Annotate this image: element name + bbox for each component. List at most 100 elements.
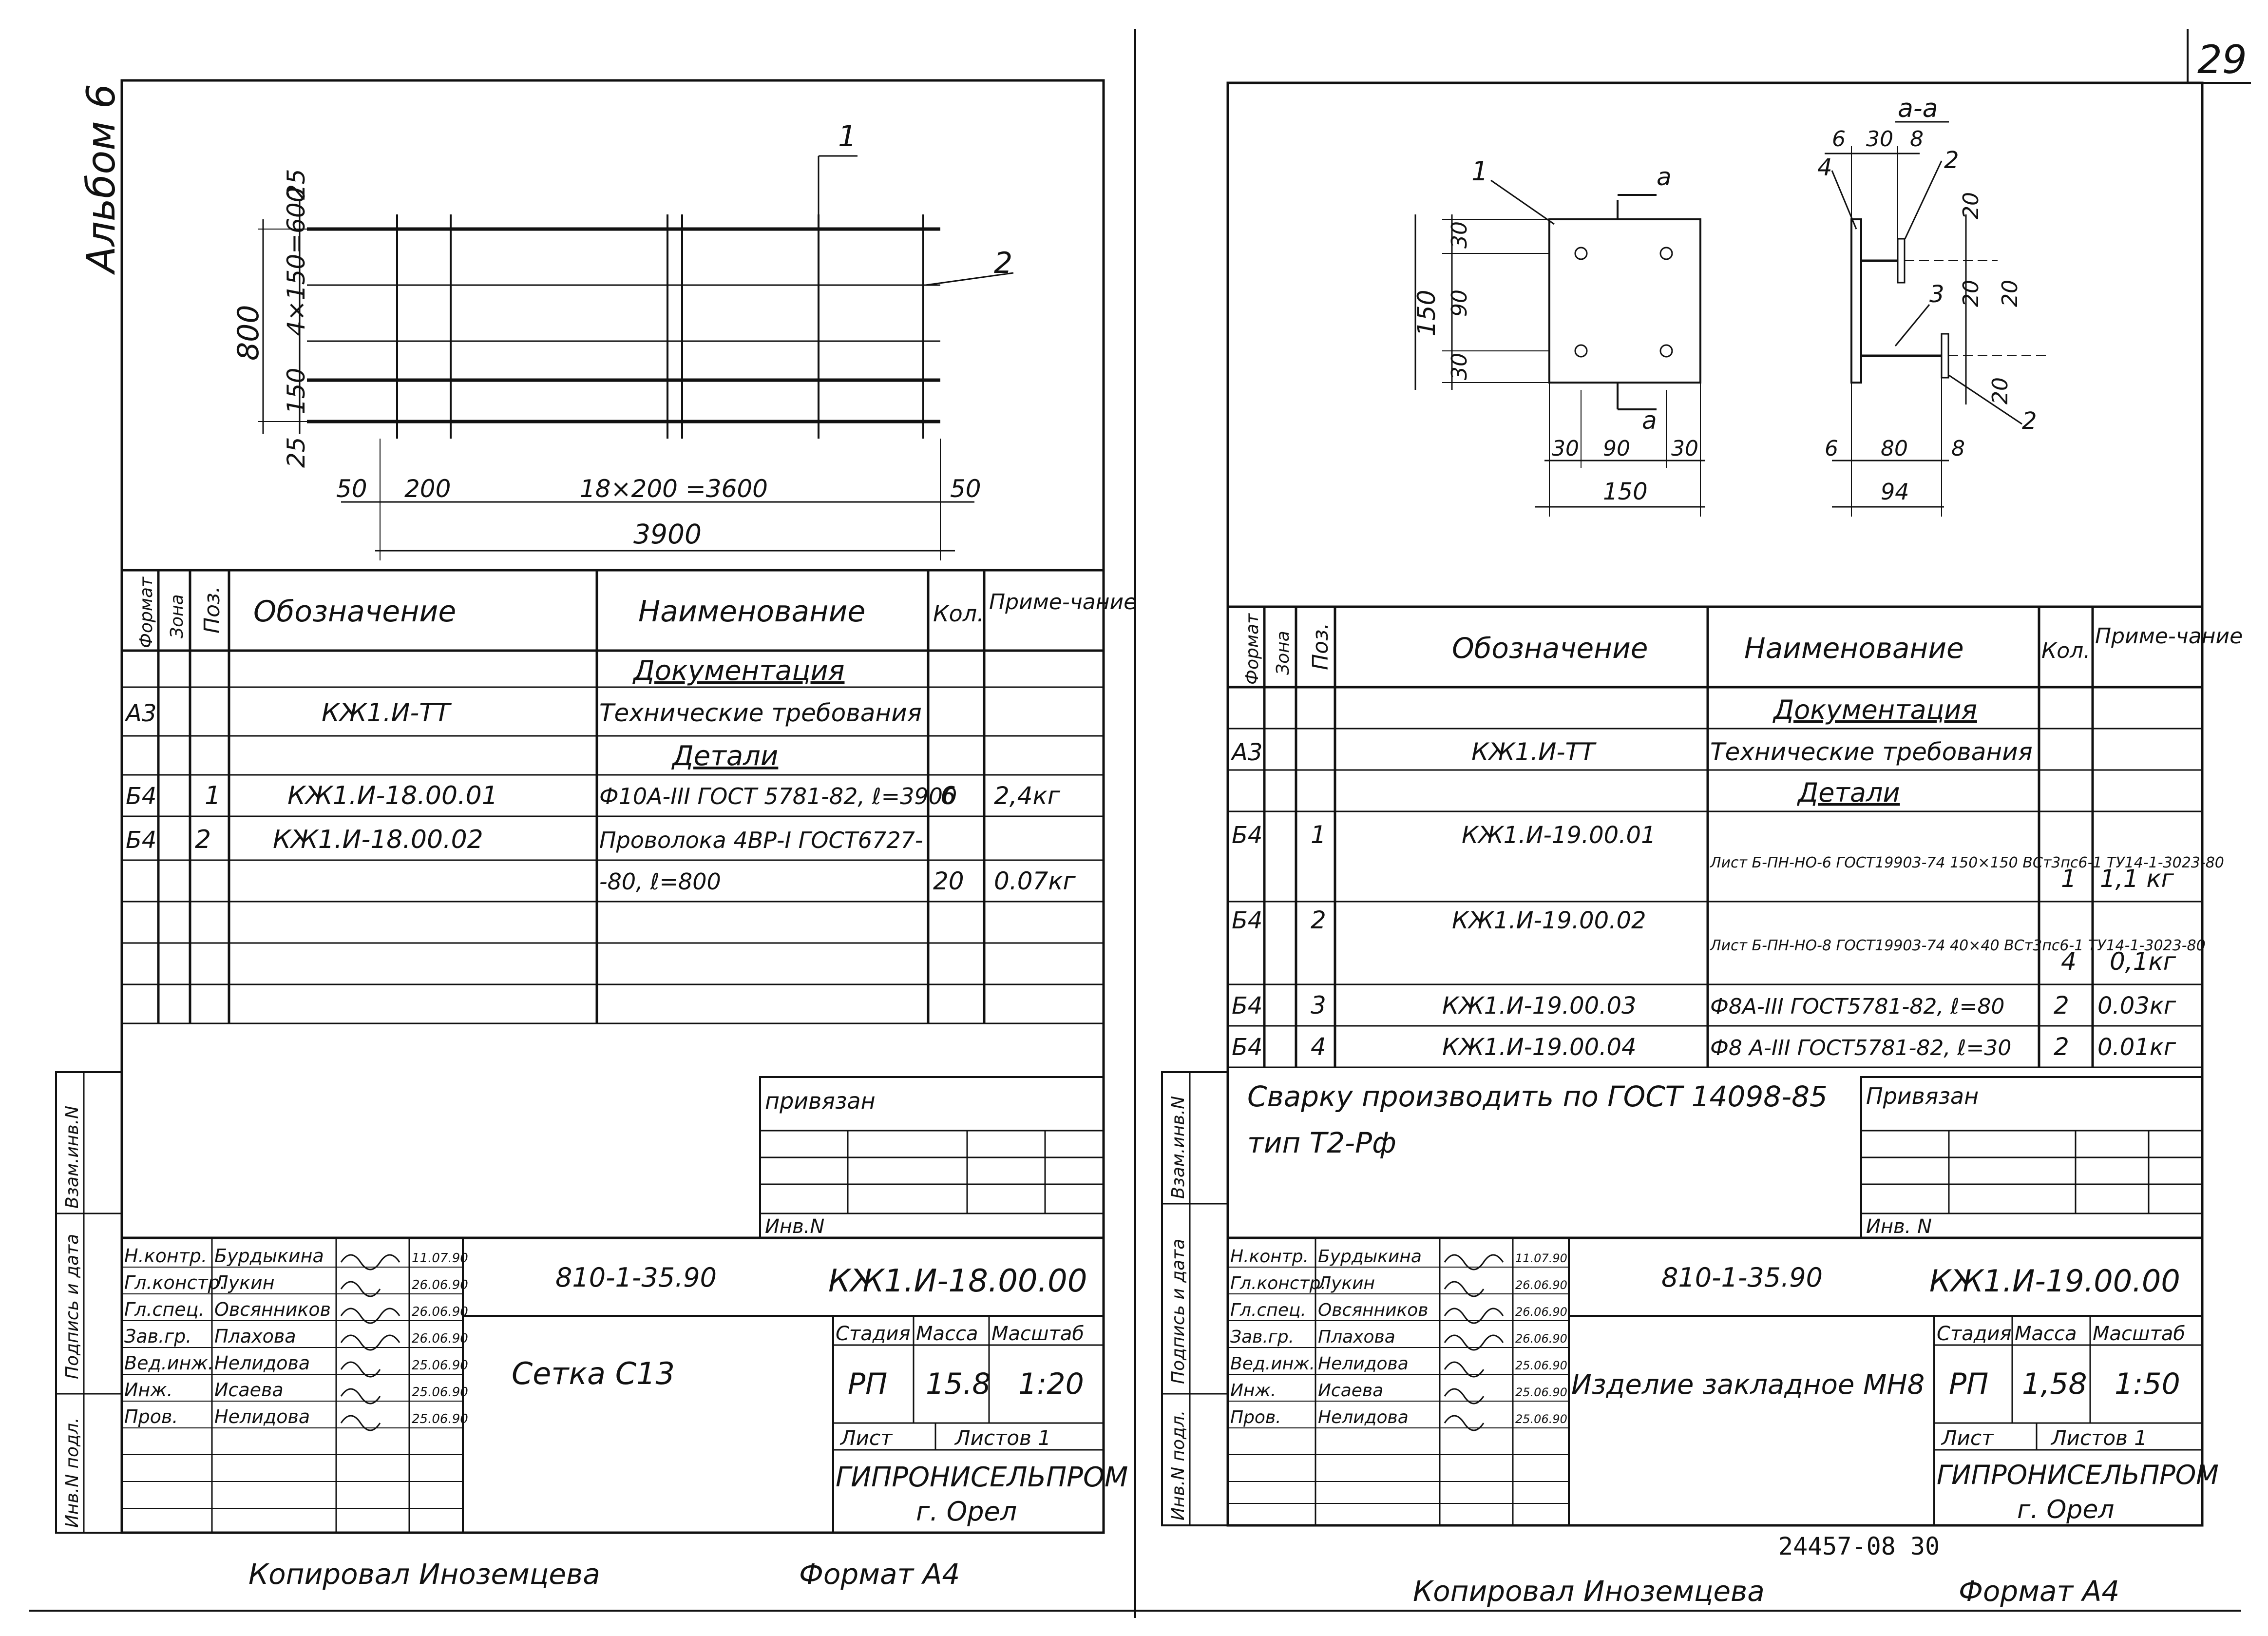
- right-row2-name: Детали: [1797, 777, 1900, 808]
- right-project-code: 810-1-35.90: [1661, 1262, 1823, 1293]
- left-mass-label: Масса: [916, 1323, 978, 1345]
- right-row4-designation: КЖ1.И-19.00.02: [1452, 907, 1646, 934]
- right-org: ГИПРОНИСЕЛЬПРОМ: [1937, 1460, 2219, 1490]
- left-title-block: [122, 1236, 1104, 1533]
- svg-text:Н.контр.: Н.контр.: [1230, 1247, 1309, 1267]
- left-row0-name: Документация: [632, 655, 844, 687]
- right-archive-no: 24457-08 30: [1778, 1532, 1940, 1560]
- left-row1-format: A3: [124, 700, 156, 727]
- left-hdr-designation: Обозначение: [253, 595, 456, 629]
- right-row1-format: A3: [1230, 739, 1262, 766]
- right-arrow-a-top: а: [1657, 163, 1672, 191]
- left-dim-50-right: 50: [950, 475, 981, 503]
- right-row1-name: Технические требования: [1710, 738, 2033, 766]
- right-dim-8-top: 8: [1910, 127, 1924, 152]
- right-row4-note: 0,1кг: [2110, 947, 2176, 976]
- right-row5-name: Ф8А-III ГОСТ5781-82, ℓ=80: [1710, 994, 2004, 1019]
- right-row3-note: 1,1 кг: [2100, 865, 2174, 893]
- right-callout-2b: 2: [2022, 407, 2037, 435]
- right-row5-designation: КЖ1.И-19.00.03: [1442, 992, 1637, 1020]
- svg-text:Нелидова: Нелидова: [214, 1352, 310, 1374]
- right-row4-name: Лист Б-ПН-НО-8 ГОСТ19903-74 40×40 ВСт3пс…: [1710, 937, 2206, 954]
- left-row3-note: 2,4кг: [994, 782, 1061, 810]
- right-scale: 1:50: [2115, 1367, 2180, 1401]
- svg-text:Зав.гр.: Зав.гр.: [124, 1326, 191, 1347]
- svg-text:11.07.90: 11.07.90: [1515, 1251, 1567, 1265]
- right-note-line2: тип Т2-Рф: [1247, 1126, 1396, 1159]
- left-org: ГИПРОНИСЕЛЬПРОМ: [836, 1462, 1128, 1493]
- right-dim-30-r: 30: [1671, 436, 1698, 461]
- right-inv-no: Инв. N: [1866, 1215, 1932, 1238]
- right-row3-name: Лист Б-ПН-НО-6 ГОСТ19903-74 150×150 ВСт3…: [1710, 854, 2224, 871]
- right-row5-qty: 2: [2054, 991, 2069, 1020]
- left-copied: Копировал Иноземцева: [248, 1558, 600, 1591]
- left-dim-4x150: 4×150=600: [282, 187, 310, 336]
- svg-text:Гл.констр.: Гл.констр.: [124, 1272, 226, 1293]
- right-callout-3: 3: [1929, 281, 1944, 308]
- left-title: Сетка С13: [512, 1356, 675, 1391]
- right-dim-90-h: 90: [1603, 436, 1630, 461]
- right-sheets-label: Листов 1: [2050, 1426, 2147, 1450]
- svg-text:Гл.констр.: Гл.констр.: [1230, 1273, 1326, 1293]
- right-privyazan: Привязан: [1866, 1083, 1979, 1109]
- right-row6-pos: 4: [1311, 1033, 1326, 1061]
- svg-text:Бурдыкина: Бурдыкина: [1318, 1247, 1422, 1267]
- svg-text:Гл.спец.: Гл.спец.: [1230, 1300, 1306, 1320]
- left-sheets-label: Листов 1: [954, 1426, 1051, 1450]
- right-hdr-pos: Поз.: [1308, 623, 1333, 670]
- left-city: г. Орел: [916, 1496, 1017, 1527]
- right-dim-6-bottom: 6: [1825, 436, 1838, 461]
- right-row4-format: Б4: [1232, 907, 1262, 934]
- left-dim-800: 800: [231, 305, 266, 361]
- left-doc-code: КЖ1.И-18.00.00: [828, 1263, 1087, 1299]
- right-row4-pos: 2: [1311, 906, 1326, 934]
- right-side-vzam: Взам.инв.N: [1168, 1096, 1188, 1199]
- svg-text:11.07.90: 11.07.90: [412, 1251, 468, 1266]
- right-dim-30-bottom: 30: [1447, 353, 1472, 380]
- right-plate-drawing: [1414, 179, 1705, 517]
- left-row3-pos: 1: [205, 781, 221, 810]
- right-callout-2: 2: [1944, 147, 1959, 174]
- left-row5-name: -80, ℓ=800: [599, 868, 721, 895]
- right-row3-pos: 1: [1311, 821, 1326, 849]
- right-side-stamp: [1161, 1071, 1229, 1526]
- svg-text:Овсянников: Овсянников: [1318, 1300, 1428, 1320]
- svg-text:25.06.90: 25.06.90: [412, 1412, 468, 1426]
- left-dim-25-bottom: 25: [282, 437, 310, 468]
- svg-text:Инж.: Инж.: [124, 1379, 173, 1401]
- right-doc-code: КЖ1.И-19.00.00: [1929, 1263, 2180, 1299]
- right-dim-30-l: 30: [1552, 436, 1579, 461]
- left-mass: 15.8: [926, 1367, 991, 1401]
- right-hdr-note: Приме-чание: [2095, 624, 2243, 649]
- page-number: 29: [2197, 37, 2247, 82]
- right-dim-94: 94: [1881, 479, 1909, 505]
- right-dim-80: 80: [1881, 436, 1908, 461]
- left-dim-200: 200: [404, 475, 451, 503]
- svg-text:Плахова: Плахова: [214, 1326, 296, 1347]
- album-label: Альбом 6: [78, 84, 124, 275]
- right-title-block: [1228, 1236, 2202, 1525]
- right-row5-note: 0.03кг: [2097, 992, 2176, 1020]
- right-row4-qty: 4: [2061, 947, 2077, 976]
- left-row3-name: Ф10А-III ГОСТ 5781-82, ℓ=3900: [599, 783, 957, 809]
- left-stage: РП: [848, 1367, 887, 1401]
- left-frame: [120, 79, 1105, 1534]
- svg-text:25.06.90: 25.06.90: [1515, 1386, 1567, 1399]
- left-row4-designation: КЖ1.И-18.00.02: [273, 825, 483, 854]
- svg-text:25.06.90: 25.06.90: [1515, 1359, 1567, 1372]
- right-row3-format: Б4: [1232, 822, 1262, 849]
- right-side-inv: Инв.N подл.: [1168, 1410, 1188, 1521]
- right-stage: РП: [1949, 1367, 1988, 1401]
- left-dim-25-top: 25: [282, 169, 310, 200]
- svg-text:26.06.90: 26.06.90: [412, 1278, 468, 1292]
- right-dim-150-v: 150: [1412, 290, 1441, 336]
- left-sheet-label: Лист: [839, 1426, 893, 1450]
- svg-text:Лукин: Лукин: [213, 1272, 275, 1293]
- svg-text:25.06.90: 25.06.90: [412, 1358, 468, 1373]
- left-side-inv: Инв.N подл.: [62, 1418, 82, 1528]
- left-scale: 1:20: [1018, 1367, 1084, 1401]
- right-spec-table: [1228, 605, 2202, 1068]
- svg-text:Исаева: Исаева: [214, 1379, 284, 1401]
- right-format: Формат А4: [1959, 1575, 2119, 1608]
- left-row5-qty: 20: [933, 867, 964, 895]
